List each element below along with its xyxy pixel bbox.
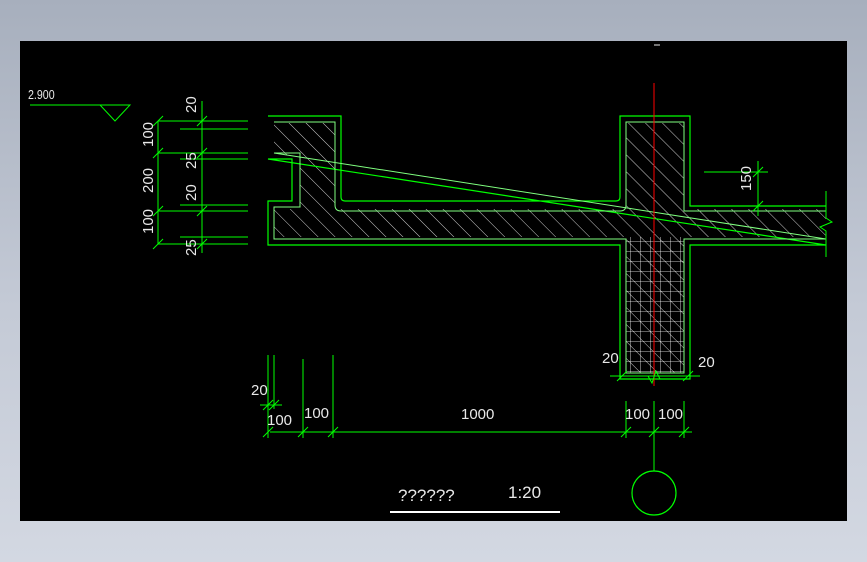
dim-left-inner-4: 25 [183, 239, 200, 256]
section-outline-inner [273, 121, 827, 374]
basin-void [337, 119, 624, 207]
drawing-title: ?????? [398, 486, 455, 505]
column-bottom-dimensions [610, 369, 700, 385]
dim-left-outer-1: 100 [140, 122, 157, 147]
dim-chain-3: 1000 [461, 406, 494, 423]
drawing-scale: 1:20 [508, 483, 541, 502]
dim-chain-4: 100 [625, 406, 650, 423]
dim-chain-2: 100 [304, 405, 329, 422]
left-vertical-dimensions [152, 101, 248, 253]
dim-left-inner-3: 20 [183, 184, 200, 201]
cad-viewport[interactable]: 2.900 100 200 100 20 [20, 41, 847, 521]
break-symbol [818, 191, 834, 257]
dim-left-inner-2: 25 [183, 152, 200, 169]
dim-left-inner-1: 20 [183, 96, 200, 113]
dim-bottom-small: 20 [251, 382, 268, 399]
bottom-chain-dimension [260, 355, 692, 438]
left-dimension-texts: 100 200 100 20 25 20 25 [140, 96, 200, 256]
right-step-dimension [704, 161, 768, 216]
section-outline [267, 115, 827, 380]
dim-chain-5: 100 [658, 406, 683, 423]
dim-column-left: 20 [602, 350, 619, 367]
elevation-label: 2.900 [28, 87, 55, 102]
bottom-chain-texts: 100 100 1000 100 100 [267, 405, 683, 429]
dim-left-outer-3: 100 [140, 209, 157, 234]
section-drawing: 2.900 100 200 100 20 [28, 44, 834, 516]
elevation-marker: 2.900 [28, 87, 132, 122]
axis-bubble [631, 470, 677, 516]
title-block: ?????? 1:20 [390, 483, 560, 513]
dim-right-step: 150 [738, 166, 755, 191]
dim-left-outer-2: 200 [140, 168, 157, 193]
dim-chain-1: 100 [267, 412, 292, 429]
dim-column-right: 20 [698, 354, 715, 371]
